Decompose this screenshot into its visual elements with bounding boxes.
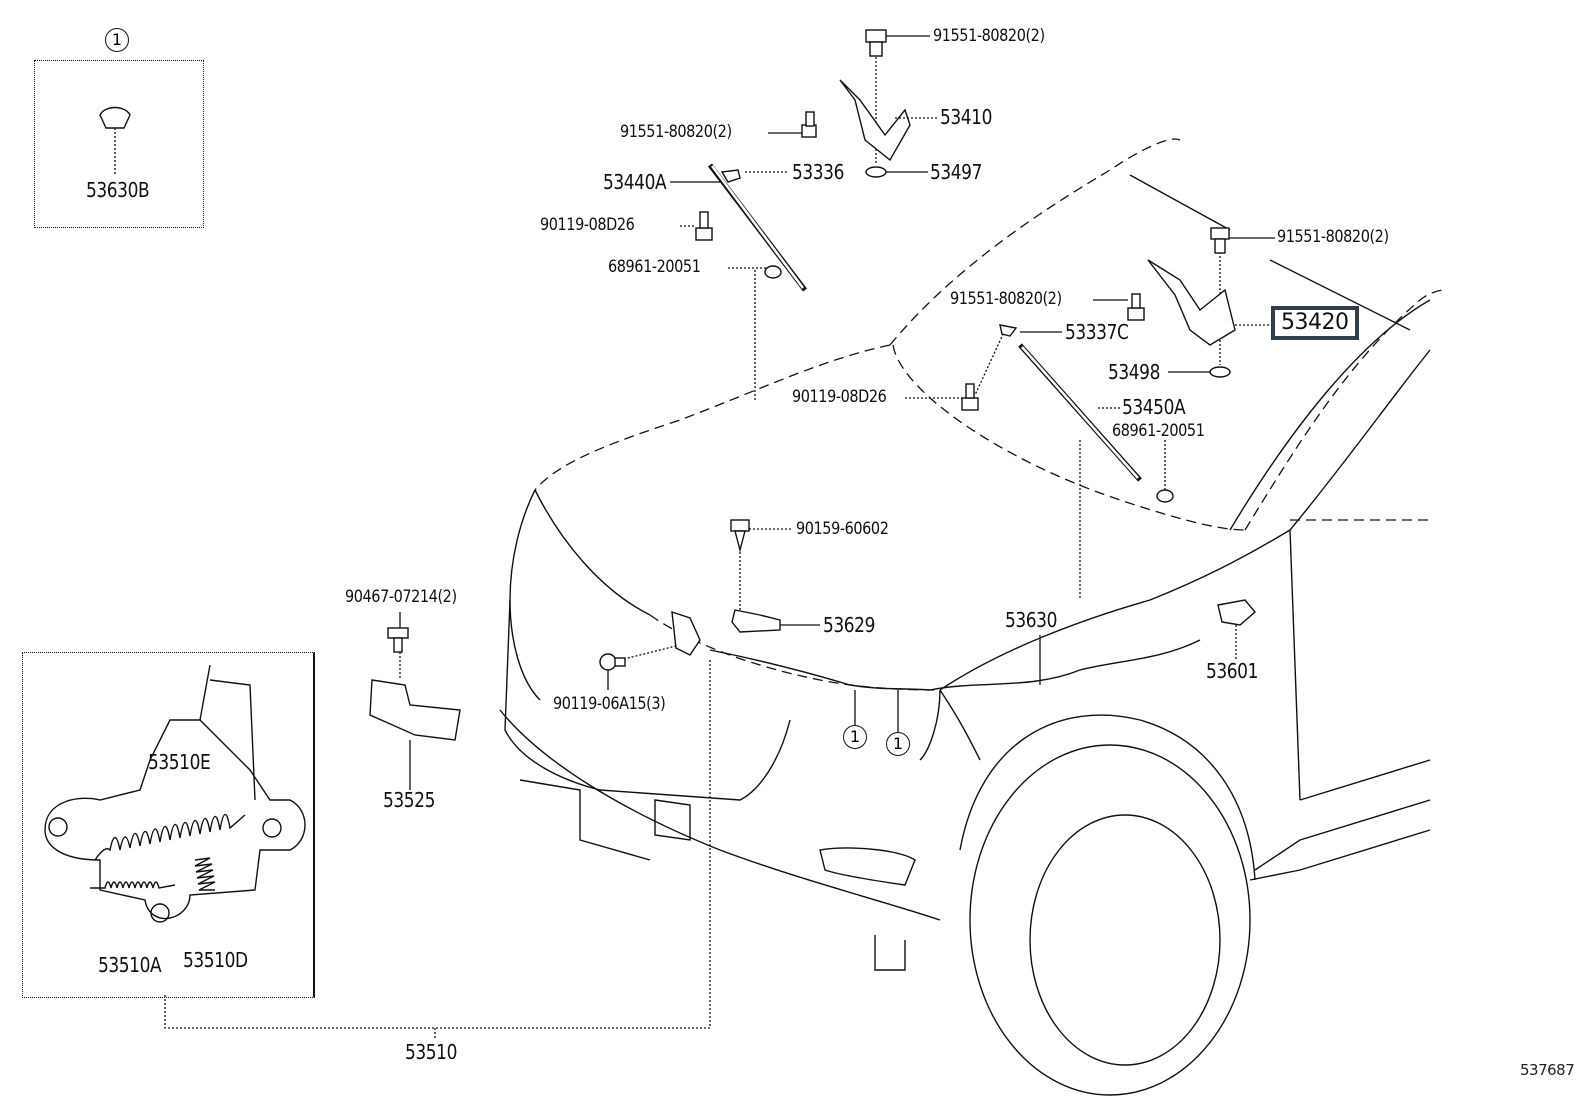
hinge-left-shape xyxy=(839,79,911,162)
bolt-icon xyxy=(599,653,626,671)
clip-53630b-shape xyxy=(99,106,131,129)
bolt-icon xyxy=(695,211,713,241)
part-label-53630[interactable]: 53630 xyxy=(1005,608,1057,632)
part-label-53410[interactable]: 53410 xyxy=(940,105,992,129)
hood-rear-edge xyxy=(534,344,891,491)
part-label-53510e[interactable]: 53510E xyxy=(148,750,211,774)
roof-line xyxy=(1129,174,1411,331)
latch-inset-drawing xyxy=(44,664,306,923)
part-label-53498[interactable]: 53498 xyxy=(1108,360,1160,384)
part-label-68961-20051-right[interactable]: 68961-20051 xyxy=(1112,421,1205,441)
bumper-line xyxy=(499,709,941,921)
windshield-bottom-edge xyxy=(892,344,1246,531)
guide-line xyxy=(619,644,681,661)
part-label-90119-06a15[interactable]: 90119-06A15(3) xyxy=(553,694,666,714)
bolt-icon xyxy=(961,383,979,411)
a-pillar-inner xyxy=(1229,299,1431,531)
plate-mount xyxy=(654,799,691,841)
inset-latch-box xyxy=(22,652,315,998)
part-label-53450a[interactable]: 53450A xyxy=(1122,395,1186,419)
part-label-90119-08d26-right[interactable]: 90119-08D26 xyxy=(792,387,887,407)
bracket-right-shape xyxy=(999,324,1018,337)
screw-icon xyxy=(730,519,750,553)
bolt-icon xyxy=(801,111,817,138)
part-label-53336[interactable]: 53336 xyxy=(792,160,844,184)
part-label-53440a[interactable]: 53440A xyxy=(603,170,667,194)
fog-lamp xyxy=(819,847,916,886)
hood-lock-shape xyxy=(671,610,701,656)
body-side xyxy=(1289,529,1431,801)
inset-clip-box xyxy=(34,60,204,228)
bolt-icon xyxy=(1210,227,1230,254)
assembly-leader-line xyxy=(164,660,711,1029)
bracket-left-shape xyxy=(720,169,741,183)
lock-support-shape xyxy=(731,609,781,633)
part-label-53601[interactable]: 53601 xyxy=(1206,659,1258,683)
windshield-top-edge xyxy=(889,138,1181,346)
callout-marker: 1 xyxy=(843,725,867,749)
callout-marker: 1 xyxy=(886,732,910,756)
part-label-53630b[interactable]: 53630B xyxy=(86,178,150,202)
bumper-lower xyxy=(519,779,651,861)
a-pillar xyxy=(1244,289,1446,531)
headlamp-edge xyxy=(919,689,981,761)
retainer-right-shape xyxy=(1156,489,1174,503)
part-label-53510[interactable]: 53510 xyxy=(405,1040,457,1064)
wheel-rim xyxy=(1029,814,1221,1066)
fender-top xyxy=(939,529,1291,691)
washer-left-shape xyxy=(865,166,887,178)
washer-right-shape xyxy=(1209,366,1231,378)
part-label-53420-highlighted[interactable]: 53420 xyxy=(1271,306,1359,340)
part-label-91551-80820-side-right[interactable]: 91551-80820(2) xyxy=(950,289,1062,309)
wheel-arch xyxy=(959,714,1256,881)
release-cable-line xyxy=(709,639,1201,691)
guide-line xyxy=(974,329,1006,396)
release-lever-shape xyxy=(1217,599,1256,626)
retainer-left-shape xyxy=(764,265,782,279)
door-glass-edge xyxy=(1289,349,1431,531)
part-label-53510d[interactable]: 53510D xyxy=(183,948,248,972)
wheel-tire xyxy=(969,744,1251,1096)
bolt-icon xyxy=(1127,293,1145,321)
hood-front-edge xyxy=(509,489,541,701)
part-label-53337c[interactable]: 53337C xyxy=(1065,320,1129,344)
hood-crease xyxy=(534,489,651,616)
part-label-90467-07214[interactable]: 90467-07214(2) xyxy=(345,587,457,607)
hinge-right-shape xyxy=(1147,259,1236,346)
part-label-53497[interactable]: 53497 xyxy=(930,160,982,184)
part-label-90159-60602[interactable]: 90159-60602 xyxy=(796,519,889,539)
callout-marker: 1 xyxy=(105,28,129,52)
side-step xyxy=(1249,799,1431,881)
part-label-53629[interactable]: 53629 xyxy=(823,613,875,637)
clip-icon xyxy=(387,627,409,653)
grille-outline xyxy=(504,599,791,801)
bolt-icon xyxy=(865,29,887,57)
diagram-reference-number: 537687 xyxy=(1520,1061,1575,1079)
part-label-91551-80820-side-left[interactable]: 91551-80820(2) xyxy=(620,122,732,142)
part-label-91551-80820-top-right[interactable]: 91551-80820(2) xyxy=(1277,227,1389,247)
part-label-53525[interactable]: 53525 xyxy=(383,788,435,812)
part-label-90119-08d26-left[interactable]: 90119-08D26 xyxy=(540,215,635,235)
part-label-53510a[interactable]: 53510A xyxy=(98,953,162,977)
part-label-91551-80820-top-left[interactable]: 91551-80820(2) xyxy=(933,26,1045,46)
part-label-68961-20051-left[interactable]: 68961-20051 xyxy=(608,257,701,277)
tow-hook-cover xyxy=(874,935,906,971)
bracket-lower-shape xyxy=(369,679,461,741)
